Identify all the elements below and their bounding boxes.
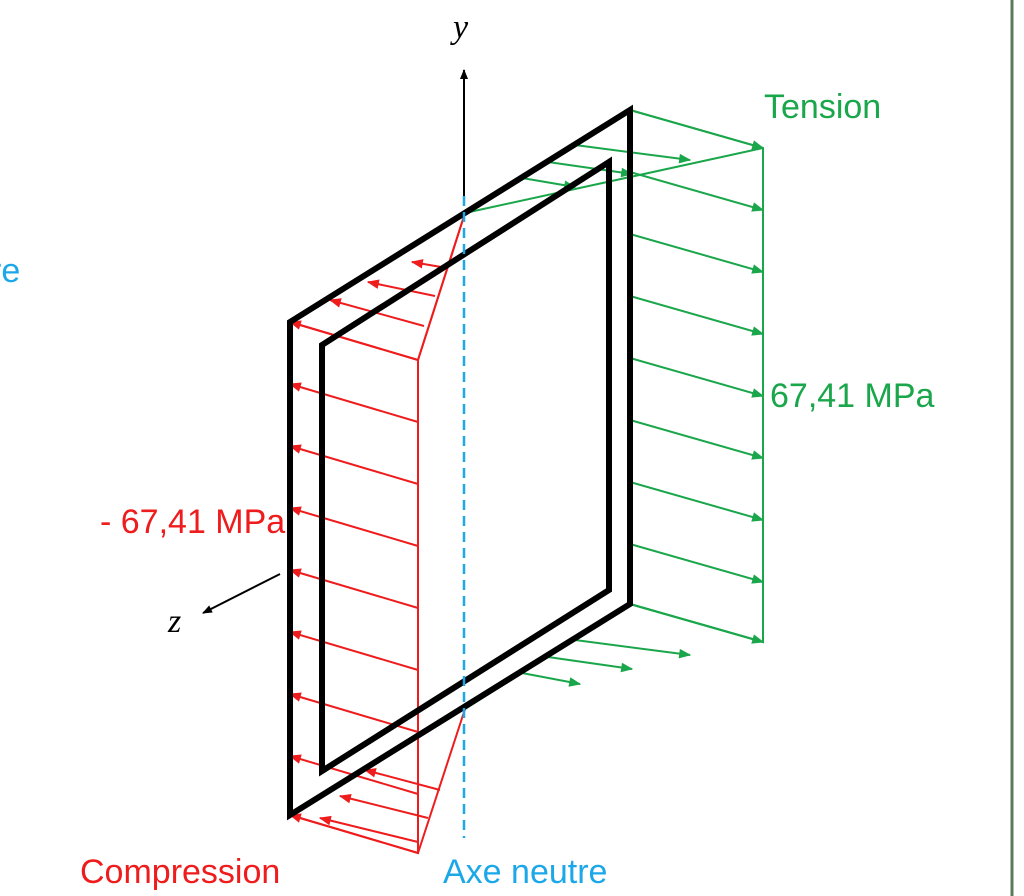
tension-arrow <box>629 419 765 460</box>
compression-bottom-arrow <box>338 793 429 819</box>
z-axis-label: z <box>167 603 181 640</box>
tension-bottom-arrow <box>521 672 582 687</box>
tension-arrow <box>629 603 765 644</box>
y-axis-label: y <box>450 9 469 46</box>
hollow-cross-section <box>287 104 633 821</box>
neutral-axis-label: Axe neutre <box>443 853 607 891</box>
tension-arrow <box>629 543 765 584</box>
tension-bottom-arrow <box>574 639 692 659</box>
tension-arrow <box>629 357 765 398</box>
tension-top-diagonal <box>464 147 764 214</box>
compression-arrow <box>288 568 419 609</box>
tension-arrow <box>629 295 765 336</box>
compression-bottom-arrow <box>318 815 419 843</box>
compression-value-label: - 67,41 MPa <box>100 503 285 541</box>
tension-stress-diagram <box>464 109 765 710</box>
tension-arrow <box>629 171 765 212</box>
compression-bottom-arrow <box>363 768 441 791</box>
compression-arrow <box>288 630 419 671</box>
section-inner-contour <box>319 156 612 777</box>
tension-arrow <box>629 481 765 522</box>
compression-arrow <box>288 382 419 423</box>
section-outer-contour <box>287 104 633 821</box>
tension-bottom-arrow <box>547 656 634 673</box>
compression-top-diagonal <box>417 212 466 361</box>
compression-bottom-diagonal <box>417 708 466 854</box>
tension-label: Tension <box>764 88 881 126</box>
compression-arrow <box>288 506 419 547</box>
compression-arrow <box>288 813 419 854</box>
tension-top-arrow <box>547 161 634 178</box>
compression-arrow <box>288 444 419 485</box>
compression-arrow <box>288 692 419 733</box>
tension-top-arrow <box>521 177 577 190</box>
compression-arrow <box>288 320 419 361</box>
compression-label: Compression <box>80 853 280 891</box>
tension-outline <box>464 109 764 710</box>
tension-value-label: 67,41 MPa <box>770 377 935 415</box>
z-axis <box>202 573 281 614</box>
tension-arrow <box>629 233 765 274</box>
compression-top-arrow <box>366 279 436 297</box>
neutral-axis-left-label-fragment: re <box>0 252 20 290</box>
tension-arrow <box>629 109 765 150</box>
